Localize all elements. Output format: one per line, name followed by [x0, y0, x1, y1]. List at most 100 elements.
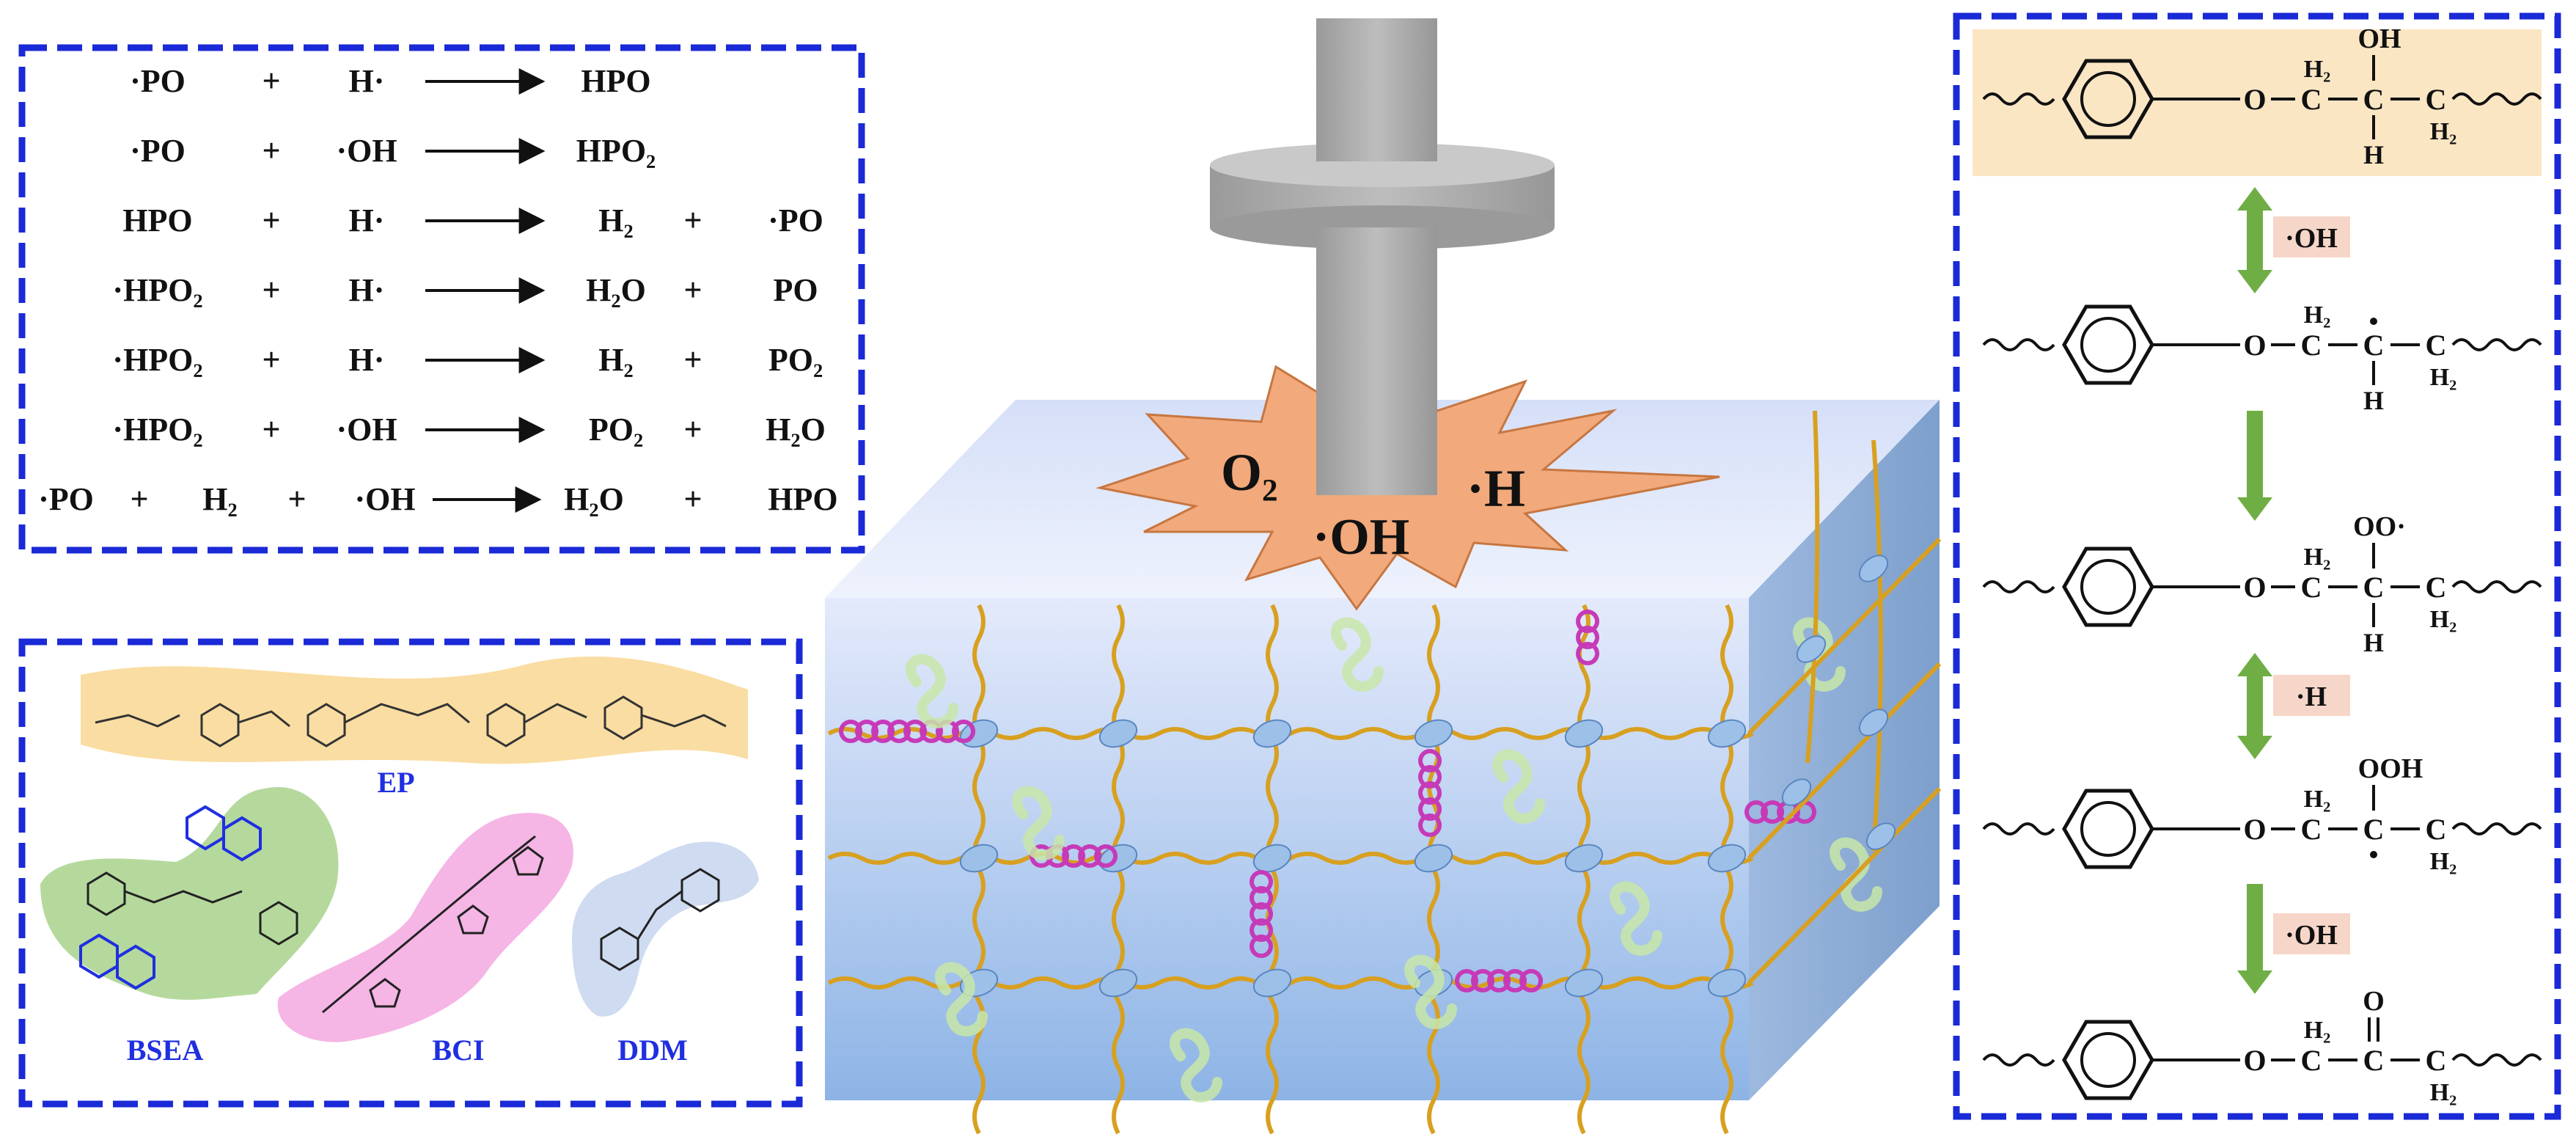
- reaction-token: H·: [349, 63, 385, 99]
- crosslink-node: [1252, 844, 1292, 873]
- reaction-row: ·HPO₂+H·H₂+PO₂: [112, 342, 823, 378]
- ddm-blob: [572, 841, 759, 1017]
- arrow-shaft: [2247, 209, 2263, 271]
- reaction-token: +: [262, 202, 280, 238]
- probe-disk-top: [1210, 143, 1555, 187]
- network-cube: [825, 400, 1942, 1135]
- additive-swirl: [1830, 837, 1882, 912]
- oxygen-atom: O: [2243, 571, 2266, 604]
- benzene-ring: [2062, 789, 2154, 869]
- reaction-token: ·PO: [130, 63, 186, 99]
- additive-swirl: [935, 962, 988, 1037]
- aromatic-circle: [2080, 801, 2136, 857]
- reaction-token: +: [262, 63, 280, 99]
- probe-shaft-top-cap: [1316, 18, 1437, 161]
- additive-swirl: [1012, 786, 1065, 860]
- aromatic-circle: [2080, 1032, 2136, 1088]
- reaction-token: +: [262, 412, 280, 447]
- benzene-ring: [2062, 546, 2154, 627]
- carbon-atom: C: [2301, 813, 2322, 846]
- hydroperoxide-group: OOH: [2358, 753, 2423, 784]
- hydrogen-atom: H: [2363, 628, 2384, 657]
- reaction-row: ·PO + H· HPO: [130, 63, 651, 99]
- arrow-head: [2237, 653, 2272, 676]
- additive-swirl: [1331, 617, 1384, 692]
- side-chain: [1747, 662, 1942, 860]
- carbon-atom: C: [2301, 571, 2322, 604]
- wavy-bond: [1982, 338, 2055, 351]
- flame-retardant-coil: [1455, 969, 1544, 992]
- wavy-bond: [2451, 92, 2542, 106]
- bsea-label: BSEA: [127, 1034, 204, 1067]
- crosslink-node: [1707, 844, 1747, 873]
- carbon-atom: C: [2426, 329, 2447, 362]
- arrow-head: [2237, 497, 2272, 521]
- step-reagent: ·OH: [2285, 920, 2338, 951]
- crosslink-node: [1564, 968, 1604, 998]
- reaction-token: +: [683, 412, 702, 447]
- ddm-label: DDM: [617, 1034, 688, 1067]
- crosslink-node: [1707, 719, 1747, 748]
- ep-band: [81, 656, 748, 764]
- arrow-head: [2237, 270, 2272, 293]
- reaction-token: +: [287, 481, 306, 517]
- h2-label: H₂: [2430, 606, 2457, 633]
- crosslink-node: [1564, 719, 1604, 748]
- step-arrow: [2237, 411, 2272, 521]
- reaction-token: ·HPO₂: [112, 412, 202, 447]
- benzene-ring: [2062, 304, 2154, 385]
- oxygen-atom: O: [2243, 813, 2266, 846]
- carbonyl-oxygen: O: [2363, 986, 2385, 1017]
- probe-shaft-bottom: [1316, 227, 1437, 495]
- reaction-token: ·PO: [130, 133, 186, 169]
- hydroxyl-group: OH: [2357, 23, 2401, 54]
- arrow-shaft: [2247, 411, 2263, 499]
- wavy-bond: [1982, 1053, 2055, 1067]
- step-arrow: [2237, 653, 2272, 759]
- probe: [1210, 18, 1555, 495]
- radical-dot: [2370, 851, 2377, 858]
- reaction-token: H·: [349, 272, 385, 308]
- ddm-structure: [600, 868, 720, 971]
- side-chain: [1805, 410, 1820, 764]
- carbon-atom: C: [2426, 83, 2447, 116]
- step-reagent: ·H: [2296, 681, 2327, 712]
- reaction-token: +: [262, 133, 280, 169]
- wavy-bond: [2451, 1053, 2542, 1067]
- flame-retardant-coil: [1576, 610, 1600, 665]
- flame-retardant-coil: [1744, 800, 1817, 824]
- reaction-token: H₂: [202, 481, 237, 517]
- additive-swirl: [1404, 954, 1457, 1029]
- bci-label: BCI: [432, 1034, 484, 1067]
- crosslink-node: [1098, 719, 1138, 748]
- polymer-network-side: [1747, 410, 1942, 985]
- aromatic-circle: [2080, 317, 2136, 373]
- radical-oh: ·OH: [1313, 509, 1409, 566]
- flame-retardant-coil: [1250, 870, 1274, 958]
- crosslink-node: [959, 844, 999, 873]
- crosslink-node: [1796, 635, 1827, 663]
- carbon-atom: C: [2301, 83, 2322, 116]
- additive-swirl: [1170, 1028, 1222, 1103]
- reaction-token: +: [130, 481, 148, 517]
- flame-retardant-coil: [839, 720, 976, 743]
- reaction-token: PO₂: [589, 412, 643, 447]
- h2-label: H₂: [2304, 56, 2331, 83]
- reaction-token: PO: [773, 272, 818, 308]
- reaction-token: +: [262, 272, 280, 308]
- carbon-atom: C: [2363, 813, 2385, 846]
- reaction-token: HPO: [581, 63, 650, 99]
- reaction-token: H₂: [598, 342, 633, 378]
- step-reagent-bg: [2273, 913, 2350, 954]
- oxygen-atom: O: [2243, 1044, 2266, 1077]
- wavy-bond: [1982, 580, 2055, 593]
- bci-structure: [322, 835, 544, 1014]
- reaction-row: ·HPO₂+H·H₂O+PO: [112, 272, 818, 308]
